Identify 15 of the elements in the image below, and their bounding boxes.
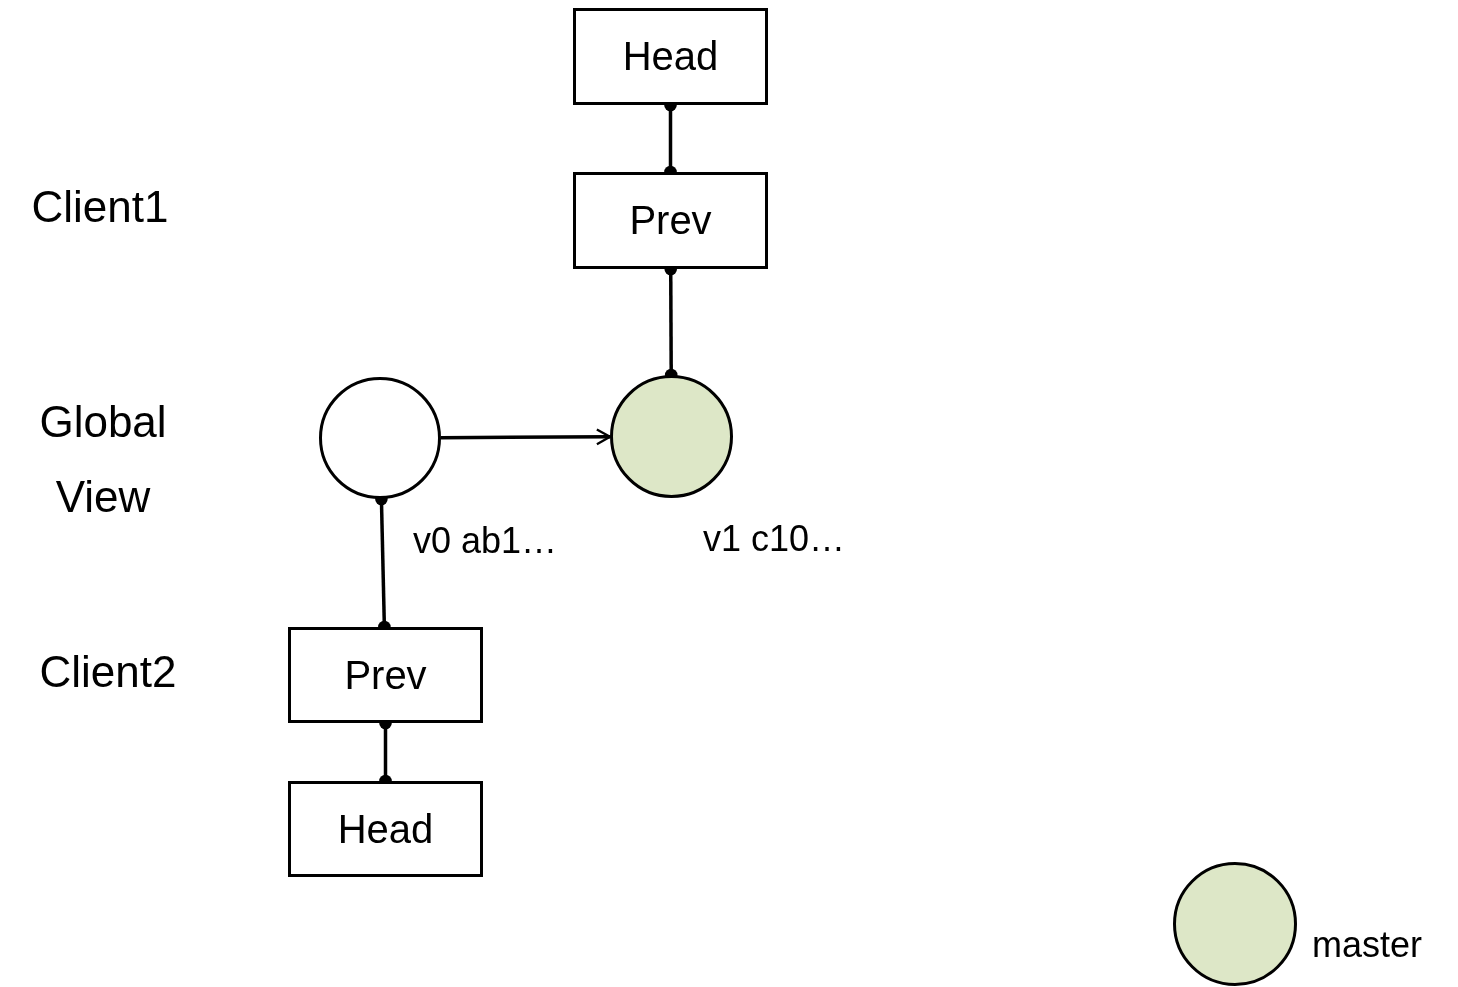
pointer-box <box>288 781 483 877</box>
arrow <box>441 428 612 446</box>
pointer-box <box>573 8 768 105</box>
pointer-box <box>573 172 768 269</box>
row-label: Client1 <box>30 181 170 233</box>
box-label: Head <box>622 34 719 79</box>
pointer-box <box>288 627 483 723</box>
box-label: Head <box>337 806 434 852</box>
box-label: Prev <box>344 652 427 698</box>
legend-label: master <box>1312 924 1423 966</box>
row-label: Global View <box>38 396 168 523</box>
row-label: Client2 <box>38 646 178 698</box>
box-label: Prev <box>629 198 712 243</box>
version-label: v0 ab1… <box>413 520 558 562</box>
version-label: v1 c10… <box>703 518 846 560</box>
